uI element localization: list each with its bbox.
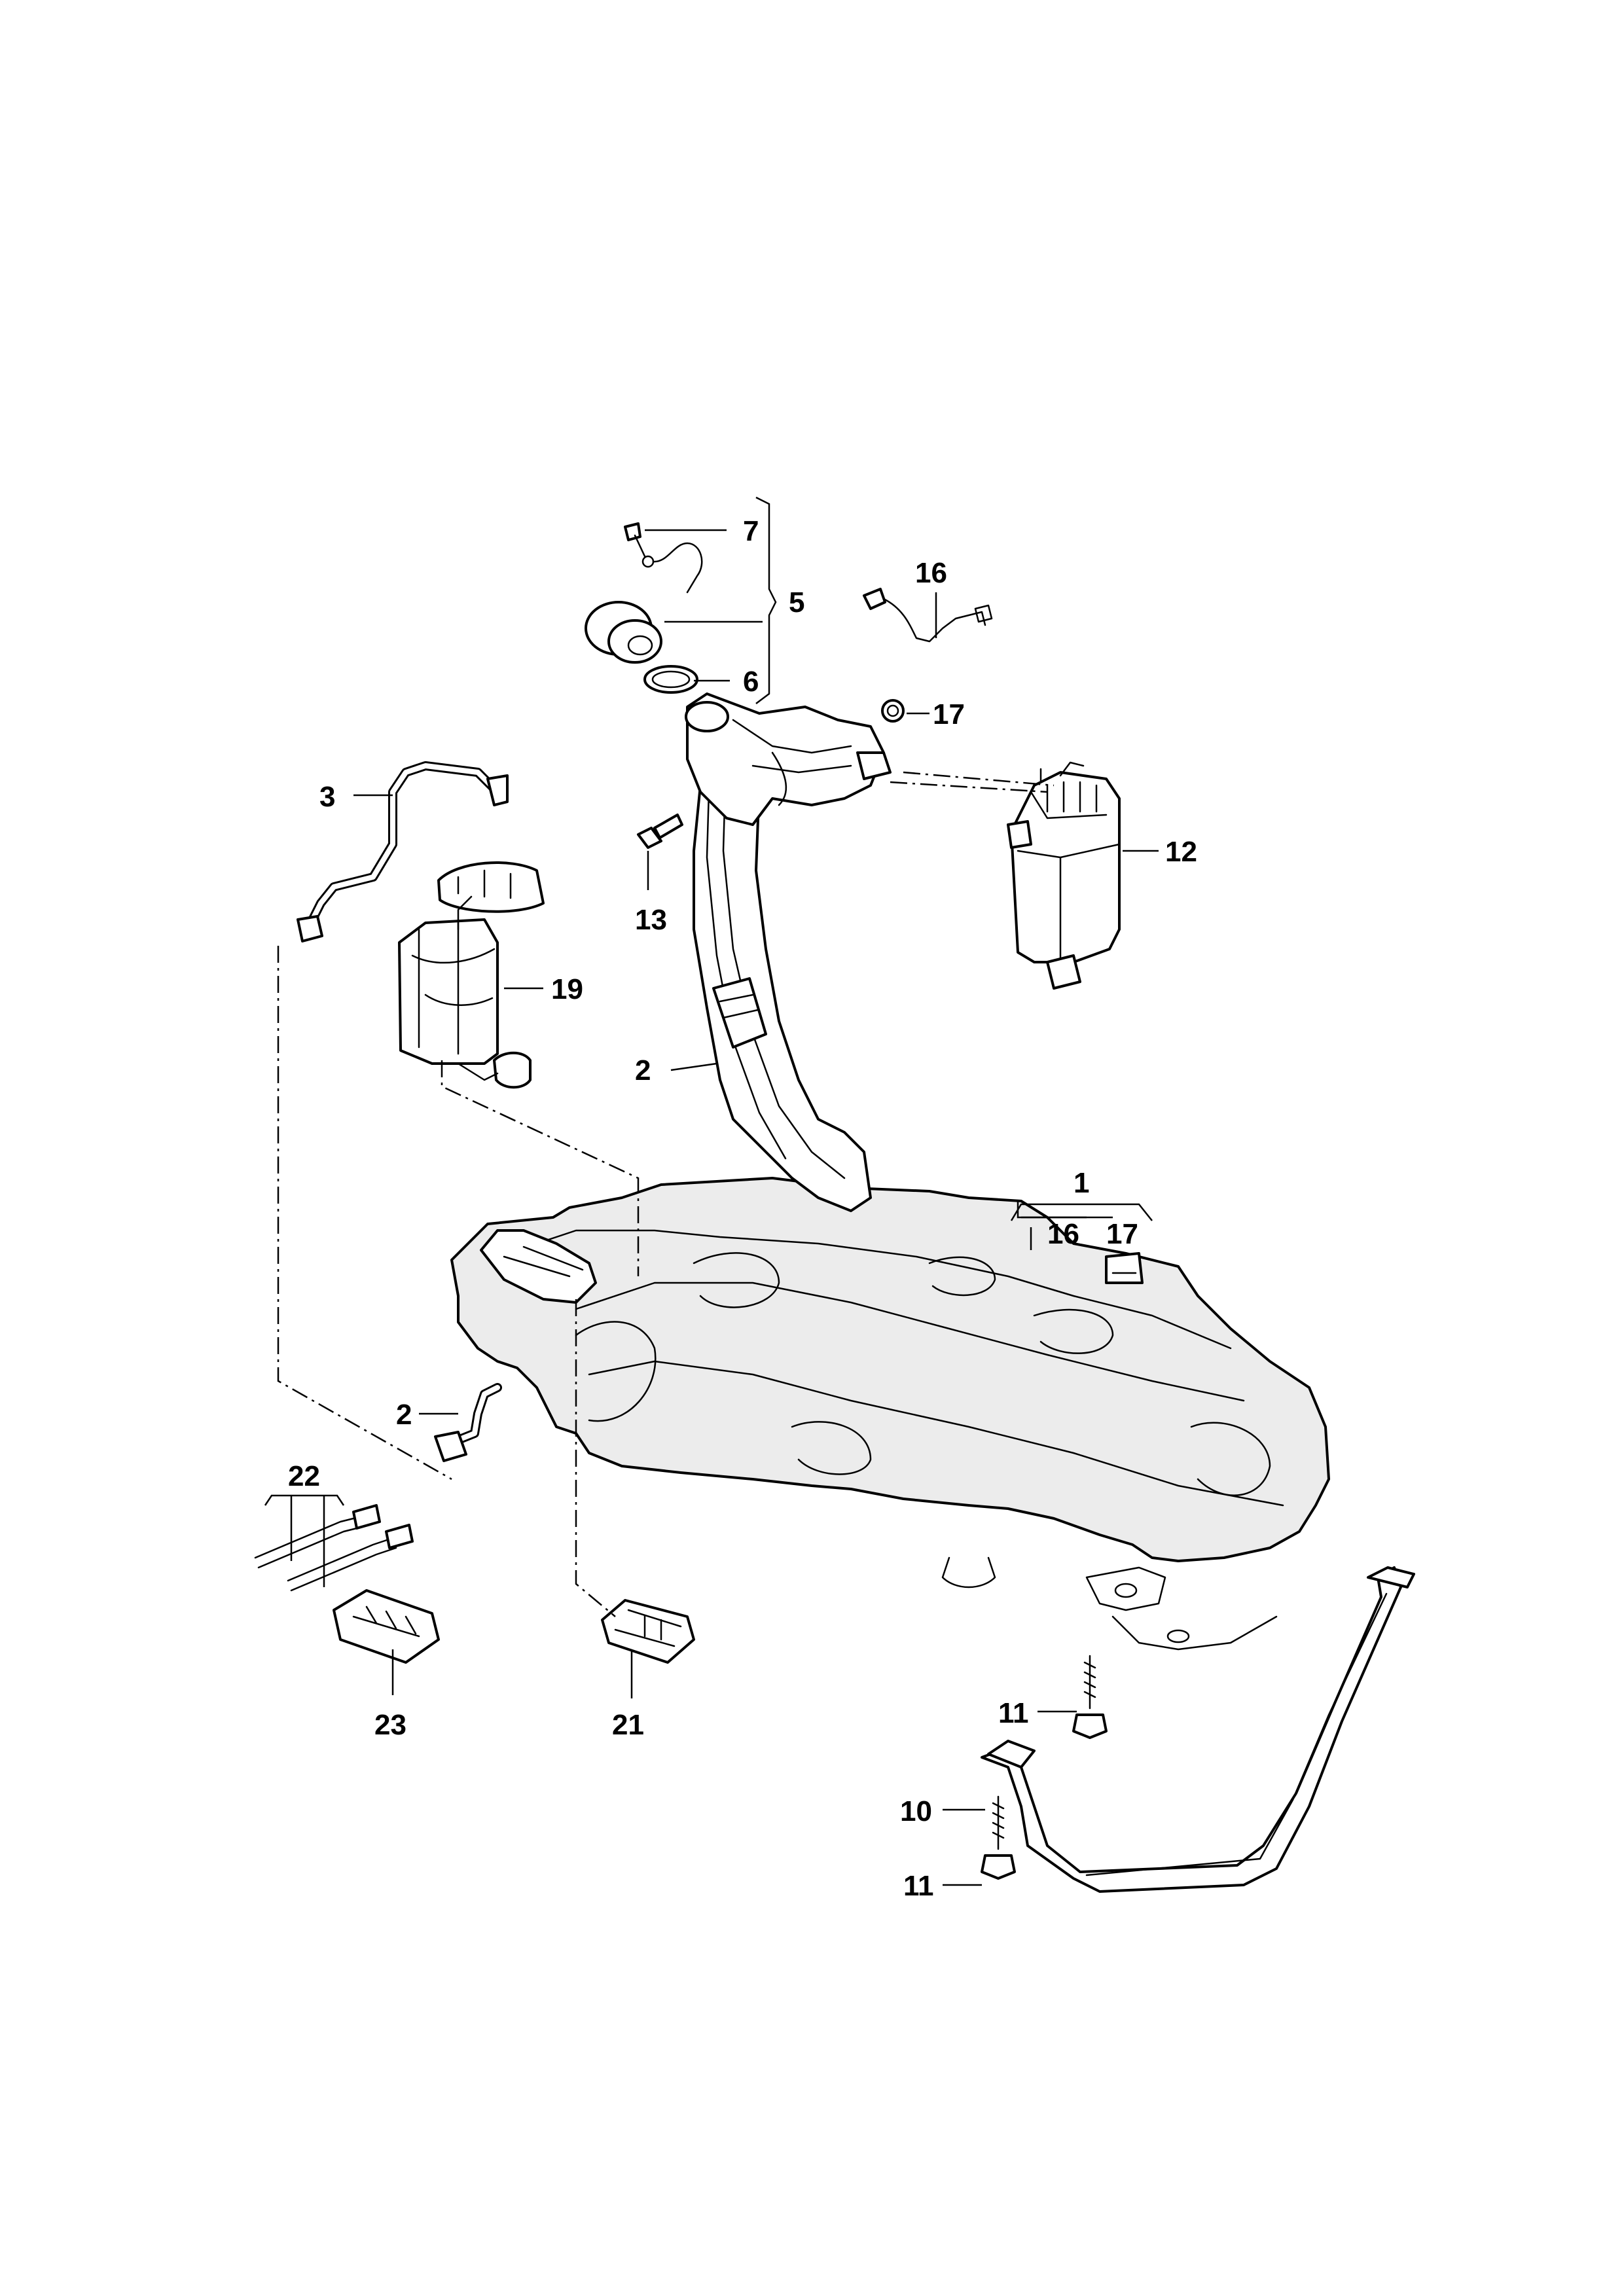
bolt-11-strap xyxy=(981,1795,1016,1880)
label-12: 12 xyxy=(1165,836,1197,868)
filler-neck xyxy=(685,692,892,1212)
label-1: 1 xyxy=(1074,1167,1089,1199)
cap-seal-ring xyxy=(643,665,698,694)
label-7: 7 xyxy=(743,515,759,547)
vent-clip xyxy=(881,699,905,723)
label-13: 13 xyxy=(635,904,667,936)
vent-line xyxy=(863,588,993,643)
label-11-tank: 11 xyxy=(998,1697,1029,1729)
label-21: 21 xyxy=(612,1709,644,1741)
fuel-cap xyxy=(585,601,662,664)
label-17: 17 xyxy=(933,698,965,730)
label-10: 10 xyxy=(900,1795,932,1827)
label-2-top: 2 xyxy=(635,1054,651,1086)
label-19: 19 xyxy=(551,973,583,1005)
leader-lines xyxy=(264,496,1159,1886)
callout-labels: 7 5 6 16 17 3 12 13 19 2 1 16 17 2 22 23… xyxy=(288,515,1197,1902)
label-1-sub-17: 17 xyxy=(1106,1218,1138,1250)
label-1-sub-16: 16 xyxy=(1047,1218,1079,1250)
cap-tether xyxy=(624,522,703,594)
label-23: 23 xyxy=(374,1709,406,1741)
label-16: 16 xyxy=(915,557,947,589)
quick-connectors xyxy=(254,1504,414,1592)
bolt-11-tank xyxy=(1072,1655,1108,1739)
tank-strap xyxy=(981,1566,1415,1893)
evap-canister xyxy=(1007,761,1121,990)
label-22: 22 xyxy=(288,1460,320,1492)
label-6: 6 xyxy=(743,666,759,698)
clip-23 xyxy=(333,1589,440,1664)
label-5: 5 xyxy=(789,586,804,619)
assembly-lines xyxy=(277,771,1055,1617)
label-3: 3 xyxy=(319,781,335,813)
fuel-line-2-lower xyxy=(434,1383,502,1462)
fuel-tank xyxy=(450,1177,1330,1651)
fuel-pump-module xyxy=(398,861,545,1089)
bolt-13 xyxy=(637,814,683,849)
label-11-strap: 11 xyxy=(903,1870,934,1902)
fuel-line-3 xyxy=(297,761,509,942)
label-2-bottom: 2 xyxy=(396,1399,412,1431)
connector-21 xyxy=(601,1599,695,1664)
